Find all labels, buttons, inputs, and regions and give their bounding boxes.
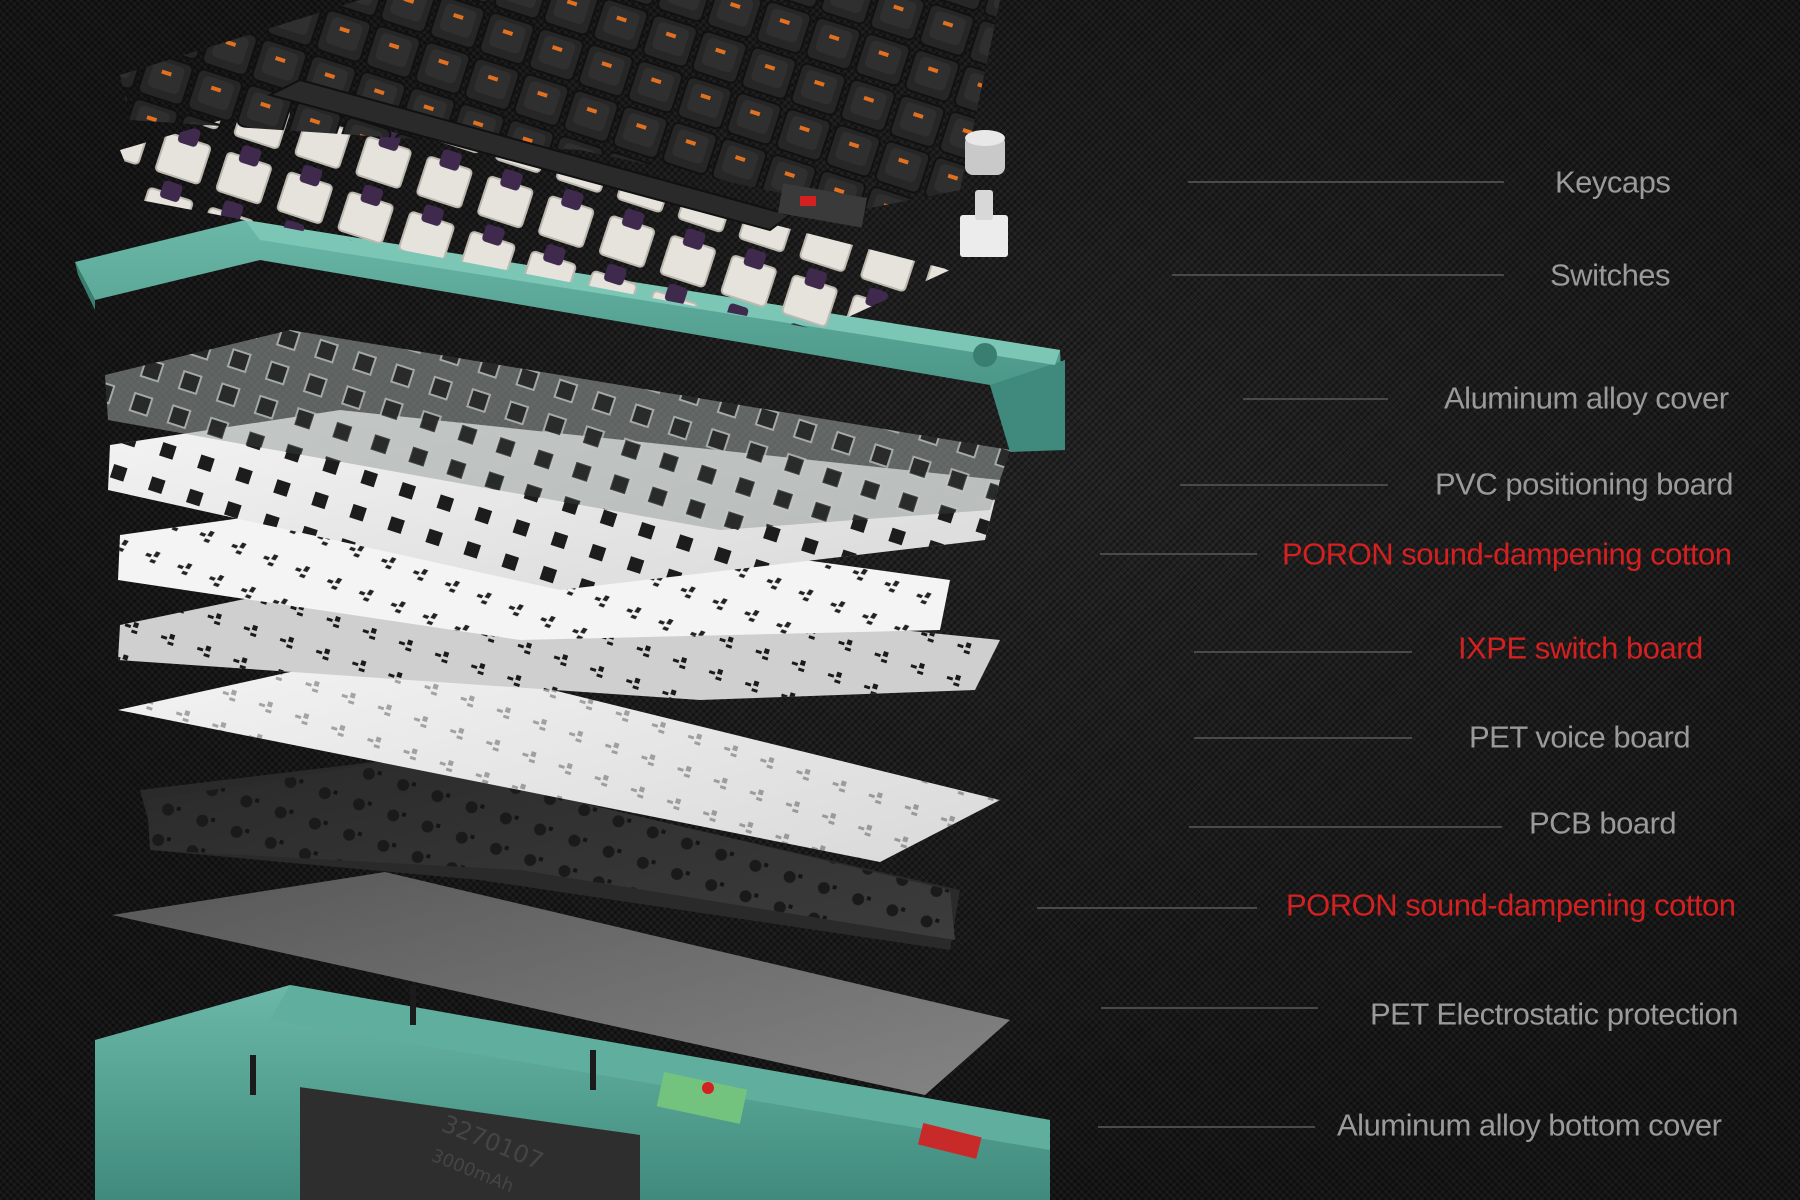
label-poron-2: PORON sound-dampening cotton [1286, 887, 1736, 923]
keycaps-layer [120, 0, 1005, 232]
leader-line [1037, 907, 1257, 909]
leader-line [1098, 1126, 1315, 1128]
label-pet-electrostatic: PET Electrostatic protection [1370, 996, 1738, 1032]
label-aluminum-bottom: Aluminum alloy bottom cover [1337, 1107, 1722, 1143]
leader-line [1101, 1007, 1318, 1009]
pet-electrostatic-layer [112, 872, 1010, 1095]
label-switches: Switches [1550, 257, 1671, 293]
leader-line [1194, 651, 1412, 653]
leader-line [1243, 398, 1388, 400]
label-ixpe-board: IXPE switch board [1458, 630, 1703, 666]
leader-line [1189, 826, 1502, 828]
leader-line [1172, 274, 1504, 276]
label-keycaps: Keycaps [1555, 164, 1671, 200]
switches-layer [120, 100, 1008, 330]
leader-line [1194, 737, 1412, 739]
label-aluminum-cover: Aluminum alloy cover [1444, 380, 1729, 416]
label-pvc-board: PVC positioning board [1435, 466, 1733, 502]
label-pet-voice: PET voice board [1469, 719, 1691, 755]
label-poron-1: PORON sound-dampening cotton [1282, 536, 1732, 572]
leader-line [1180, 484, 1388, 486]
aluminum-bottom-cover-layer: 3270107 3000mAh [95, 985, 1050, 1200]
leader-line [1188, 181, 1504, 183]
label-pcb-board: PCB board [1529, 805, 1677, 841]
leader-line [1100, 553, 1257, 555]
